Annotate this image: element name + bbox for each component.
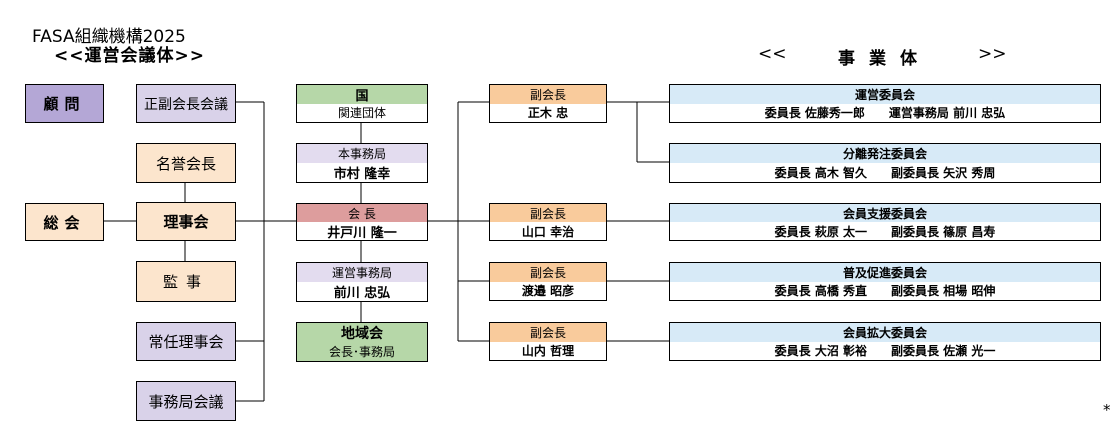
committee-title: 会員支援委員会 (670, 204, 1100, 222)
operations-office-title: 運営事務局 (297, 263, 427, 283)
governance-subtitle: <<運営会議体>> (54, 46, 205, 66)
vice-president-name: 渡邉 昭彦 (490, 281, 606, 300)
regional-title: 地域会 (341, 325, 383, 342)
vice-president-title: 副会長 (490, 204, 606, 223)
vice-president-title: 副会長 (490, 85, 606, 105)
auditor-box: 監事 (136, 261, 236, 302)
standing-board-box: 常任理事会 (136, 322, 236, 361)
regional-sub: 会長･事務局 (328, 345, 395, 359)
vice-president-box: 副会長 正木 忠 (489, 84, 607, 123)
advisor-box: 顧問 (25, 84, 104, 123)
head-office-box: 本事務局 市村 隆幸 (296, 143, 428, 183)
country-title: 国 (297, 85, 427, 105)
committee-title: 会員拡大委員会 (670, 323, 1100, 342)
committee-box: 分離発注委員会 委員長 高木 智久 副委員長 矢沢 秀周 (669, 143, 1101, 183)
committee-box: 会員支援委員会 委員長 萩原 太一 副委員長 篠原 昌寿 (669, 203, 1101, 241)
vice-president-title: 副会長 (490, 263, 606, 283)
vice-president-name: 山口 幸治 (490, 222, 606, 240)
president-box: 会 長 井戸川 隆一 (296, 203, 428, 241)
committee-title: 分離発注委員会 (670, 144, 1100, 163)
committee-title: 普及促進委員会 (670, 263, 1100, 282)
committee-detail: 委員長 高木 智久 副委員長 矢沢 秀周 (670, 163, 1100, 182)
board-box: 理事会 (136, 202, 236, 241)
business-title: 事業体 (838, 49, 931, 69)
vice-president-title: 副会長 (490, 323, 606, 343)
business-bracket-left: << (758, 44, 787, 64)
vice-president-box: 副会長 山口 幸治 (489, 203, 607, 241)
honorary-chair-box: 名誉会長 (136, 143, 236, 183)
footnote-asterisk: * (1103, 401, 1111, 419)
president-name: 井戸川 隆一 (297, 222, 427, 241)
vice-president-name: 正木 忠 (490, 103, 606, 122)
committee-box: 会員拡大委員会 委員長 大沼 彰裕 副委員長 佐瀬 光一 (669, 322, 1101, 361)
business-bracket-right: >> (978, 44, 1007, 64)
committee-detail: 委員長 大沼 彰裕 副委員長 佐瀬 光一 (670, 341, 1100, 360)
committee-detail: 委員長 佐藤秀一郎 運営事務局 前川 忠弘 (670, 103, 1100, 122)
committee-detail: 委員長 萩原 太一 副委員長 篠原 昌寿 (670, 222, 1100, 240)
country-sub: 関連団体 (297, 103, 427, 122)
vice-chair-meeting-box: 正副会長会議 (136, 84, 236, 123)
country-box: 国 関連団体 (296, 84, 428, 123)
president-title: 会 長 (297, 204, 427, 223)
head-office-name: 市村 隆幸 (297, 163, 427, 182)
office-meeting-box: 事務局会議 (136, 381, 236, 421)
committee-box: 運営委員会 委員長 佐藤秀一郎 運営事務局 前川 忠弘 (669, 84, 1101, 123)
committee-box: 普及促進委員会 委員長 高橋 秀直 副委員長 相場 昭伸 (669, 262, 1101, 301)
regional-box: 地域会 会長･事務局 (296, 322, 428, 362)
operations-office-name: 前川 忠弘 (297, 282, 427, 301)
org-chart-title: FASA組織機構2025 (32, 27, 186, 47)
vice-president-box: 副会長 山内 哲理 (489, 322, 607, 361)
general-meeting-box: 総会 (25, 203, 104, 241)
committee-detail: 委員長 高橋 秀直 副委員長 相場 昭伸 (670, 281, 1100, 300)
vice-president-name: 山内 哲理 (490, 341, 606, 360)
committee-title: 運営委員会 (670, 85, 1100, 104)
head-office-title: 本事務局 (297, 144, 427, 164)
operations-office-box: 運営事務局 前川 忠弘 (296, 262, 428, 302)
vice-president-box: 副会長 渡邉 昭彦 (489, 262, 607, 301)
